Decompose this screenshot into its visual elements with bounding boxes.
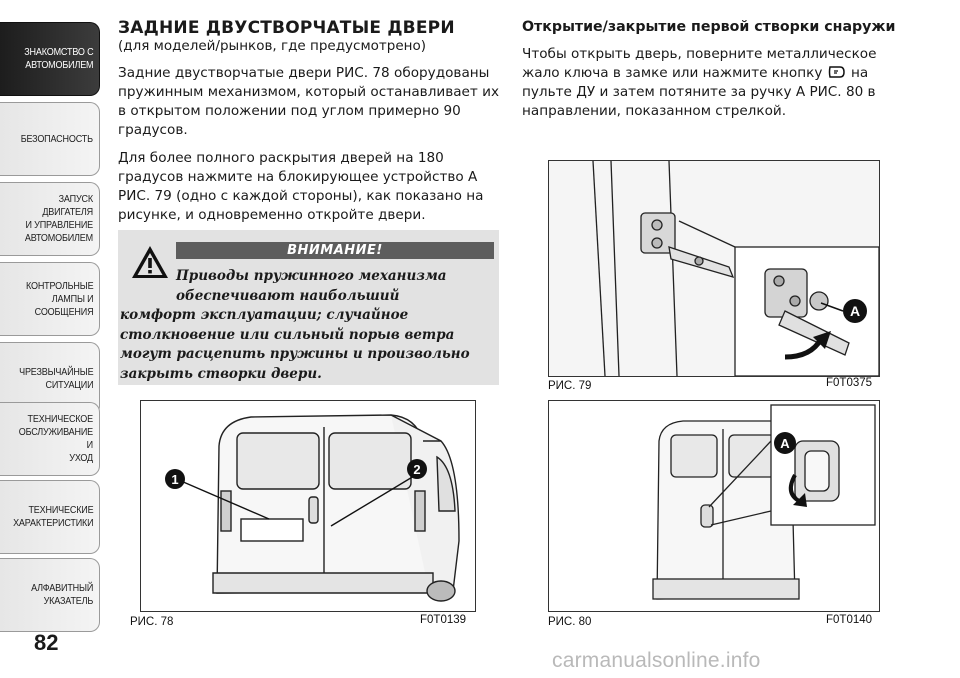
left-column: ЗАДНИЕ ДВУСТВОРЧАТЫЕ ДВЕРИ (для моделей/… — [118, 18, 508, 234]
warning-triangle-icon — [132, 246, 168, 278]
van-rear-illustration: 1 2 — [165, 414, 460, 602]
tab-label: БЕЗОПАСНОСТЬ — [20, 132, 93, 145]
section-title: ЗАДНИЕ ДВУСТВОРЧАТЫЕ ДВЕРИ — [118, 18, 455, 38]
warning-text-rest: комфорт эксплуатации; случайное столкнов… — [120, 307, 470, 382]
figure-79-door-check-mechanism: A — [548, 160, 880, 377]
tab-label: КОНТРОЛЬНЫЕ ЛАМПЫ И СООБЩЕНИЯ — [25, 279, 94, 318]
paragraph-door-opening-start: Чтобы открыть дверь, поверните металличе… — [522, 46, 877, 81]
figure-80-door-handle: A — [548, 400, 880, 612]
tab-label: ЧРЕЗВЫЧАЙНЫЕ СИТУАЦИИ — [18, 366, 94, 391]
figure-80-caption: РИС. 80 — [548, 616, 592, 628]
section-heading-first-leaf-opening: Открытие/закрытие первой створки снаружи — [522, 19, 896, 35]
right-column: Открытие/закрытие первой створки снаружи… — [522, 18, 902, 130]
door-handle-illustration: A — [652, 404, 876, 600]
warning-text: Приводы пружинного механизма обеспечиваю… — [120, 267, 495, 384]
section-subtitle: (для моделей/рынков, где предусмотрено) — [118, 38, 426, 54]
figure-78-van-rear-doors: 1 2 — [140, 400, 476, 612]
callout-2-marker — [407, 459, 427, 479]
tab-index[interactable]: АЛФАВИТНЫЙ УКАЗАТЕЛЬ — [0, 558, 100, 632]
tab-label: ТЕХНИЧЕСКИЕ ХАРАКТЕРИСТИКИ — [12, 504, 94, 529]
figure-79-caption: РИС. 79 — [548, 380, 592, 392]
tab-label: ЗАПУСК ДВИГАТЕЛЯ И УПРАВЛЕНИЕ АВТОМОБИЛЕ… — [24, 193, 93, 244]
page-number: 82 — [34, 630, 59, 655]
callout-a: A — [850, 303, 860, 319]
tab-label: АЛФАВИТНЫЙ УКАЗАТЕЛЬ — [30, 582, 93, 607]
callout-a-marker — [774, 432, 796, 454]
warning-box: ВНИМАНИЕ! Приводы пружинного механизма о… — [118, 230, 499, 385]
tab-getting-to-know-vehicle[interactable]: ЗНАКОМСТВО С АВТОМОБИЛЕМ — [0, 22, 100, 96]
callout-a: A — [780, 436, 790, 451]
paragraph-full-opening: Для более полного раскрытия дверей на 18… — [118, 150, 484, 223]
tab-starting-and-driving[interactable]: ЗАПУСК ДВИГАТЕЛЯ И УПРАВЛЕНИЕ АВТОМОБИЛЕ… — [0, 182, 100, 256]
warning-header: ВНИМАНИЕ! — [176, 242, 494, 259]
paragraph-door-opening: Чтобы открыть дверь, поверните металличе… — [522, 45, 902, 121]
callout-a-marker — [843, 299, 867, 323]
tab-maintenance[interactable]: ТЕХНИЧЕСКОЕ ОБСЛУЖИВАНИЕ И УХОД — [0, 402, 100, 476]
watermark: carmanualsonline.info — [552, 649, 761, 672]
warning-text-first: Приводы пружинного механизма обеспечиваю… — [176, 268, 447, 304]
tab-warning-lights[interactable]: КОНТРОЛЬНЫЕ ЛАМПЫ И СООБЩЕНИЯ — [0, 262, 100, 336]
tab-label: ЗНАКОМСТВО С АВТОМОБИЛЕМ — [23, 46, 94, 71]
figure-80-code: F0T0140 — [826, 614, 873, 626]
figure-78-caption: РИС. 78 — [130, 616, 174, 628]
paragraph-spring-mechanism: Задние двустворчатые двери РИС. 78 обору… — [118, 65, 500, 138]
unlock-key-icon — [828, 66, 845, 78]
callout-1: 1 — [171, 472, 178, 487]
paragraph-door-opening-end: на пульте ДУ и затем потяните за ручку A… — [522, 65, 876, 119]
tab-technical-specs[interactable]: ТЕХНИЧЕСКИЕ ХАРАКТЕРИСТИКИ — [0, 480, 100, 554]
tab-safety[interactable]: БЕЗОПАСНОСТЬ — [0, 102, 100, 176]
callout-1-marker — [165, 469, 185, 489]
tab-label: ТЕХНИЧЕСКОЕ ОБСЛУЖИВАНИЕ И УХОД — [18, 413, 93, 464]
figure-79-code: F0T0375 — [826, 377, 873, 389]
figure-78-code: F0T0139 — [420, 614, 467, 626]
door-hinge-illustration: A — [549, 161, 879, 376]
callout-2: 2 — [413, 462, 420, 477]
